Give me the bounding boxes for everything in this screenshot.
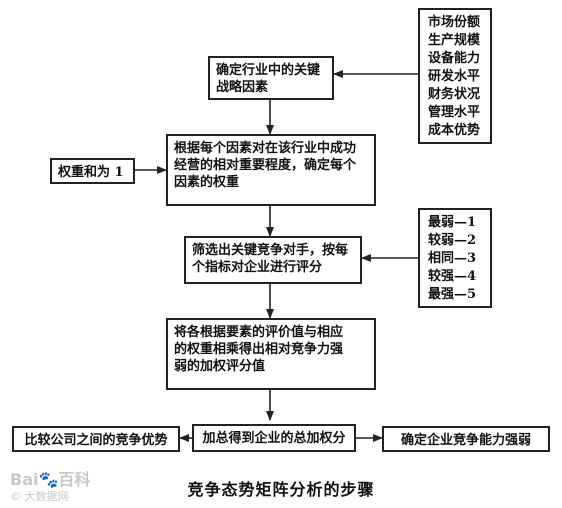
- compare-box: 比较公司之间的竞争优势: [12, 426, 180, 452]
- watermark-site-text: © 大数据网: [10, 490, 69, 503]
- watermark-logo-text: Bai🐾百科: [10, 470, 91, 489]
- weighting-box: 根据每个因素对在该行业中成功 经营的相对重要程度，确定每个 因素的权重: [166, 134, 376, 206]
- watermark: Bai🐾百科 © 大数据网: [8, 466, 118, 506]
- scale-box: 最弱—1 较弱—2 相同—3 较强—4 最强—5: [418, 208, 492, 308]
- diagram-caption: 竞争态势矩阵分析的步骤: [187, 480, 375, 499]
- weight-sum-box: 权重和为 1: [50, 158, 135, 184]
- key-factors-box: 确定行业中的关键 战略因素: [208, 56, 334, 100]
- multiply-box: 将各根据要素的评价值与相应 的权重相乘得出相对竞争力强 弱的加权评分值: [166, 318, 376, 390]
- rating-box: 筛选出关键竞争对手，按每 个指标对企业进行评分: [184, 236, 362, 284]
- sum-box: 加总得到企业的总加权分: [192, 424, 356, 452]
- factor-list-box: 市场份额 生产规模 设备能力 研发水平 财务状况 管理水平 成本优势: [418, 8, 492, 144]
- determine-box: 确定企业竞争能力强弱: [382, 426, 550, 452]
